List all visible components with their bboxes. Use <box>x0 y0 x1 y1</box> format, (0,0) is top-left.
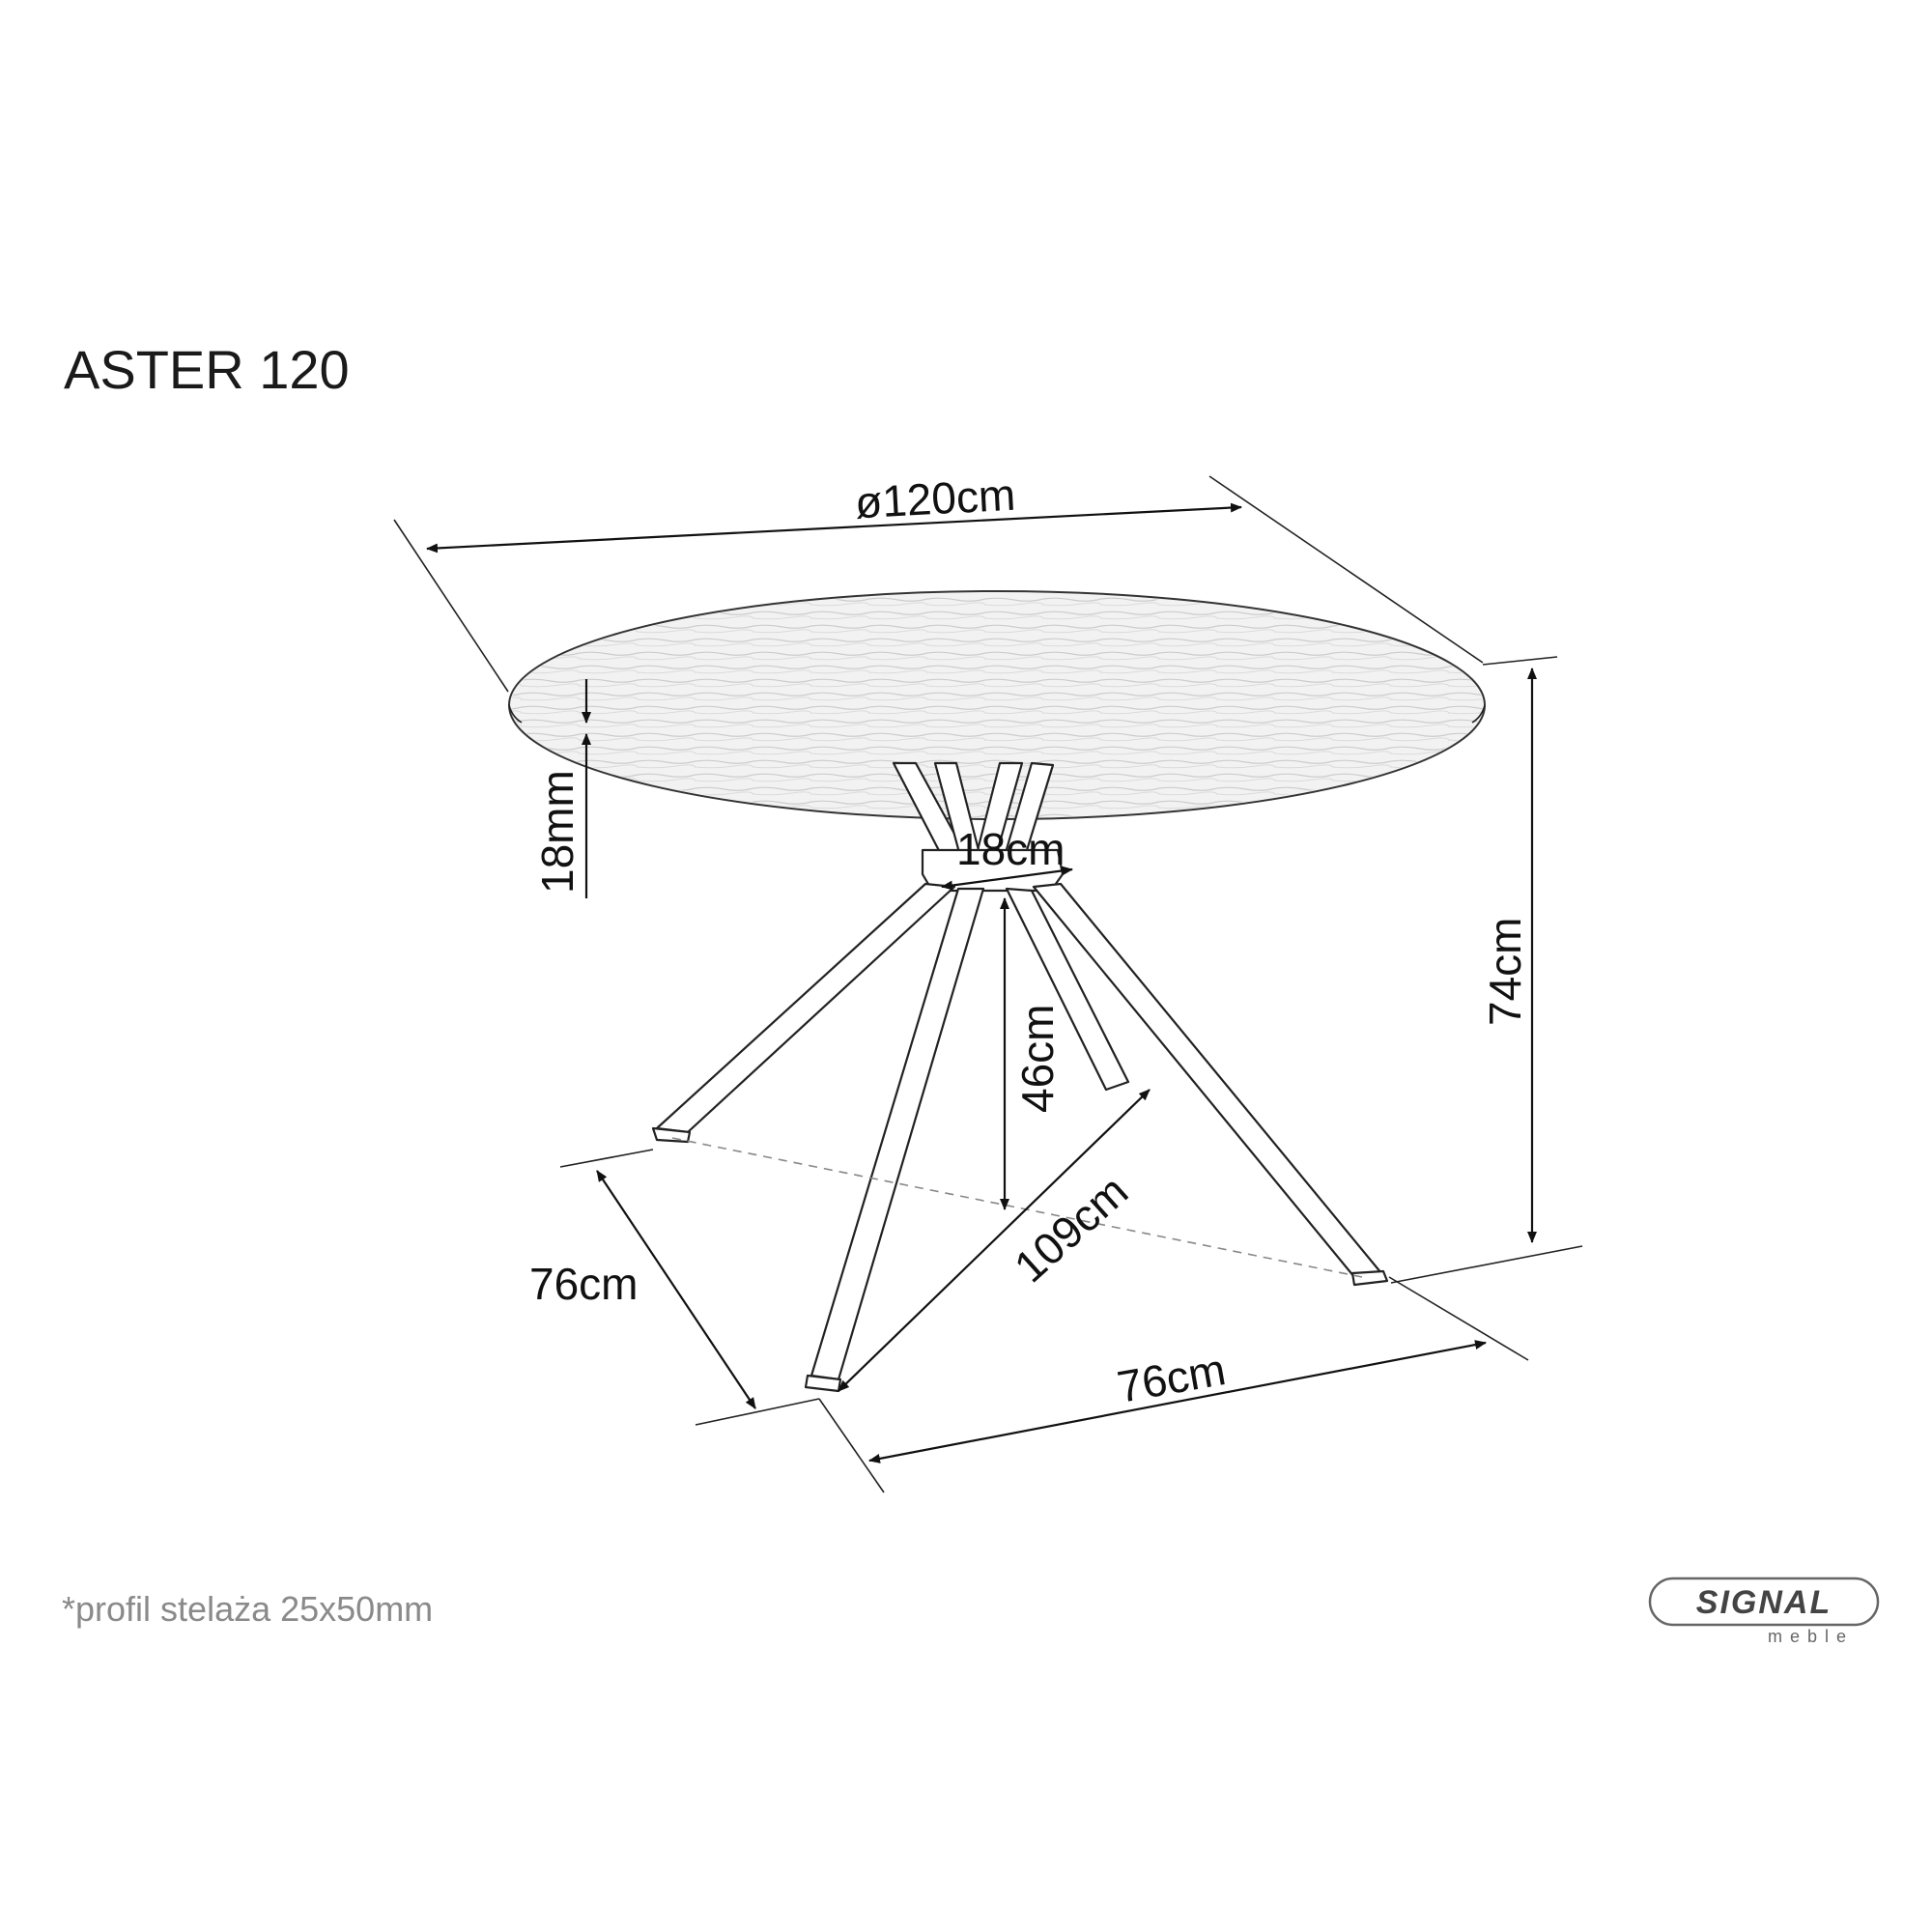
top-thickness-label: 18mm <box>532 770 582 894</box>
base-width-label: 76cm <box>1114 1344 1230 1412</box>
base-width-dimension: 76cm <box>818 1276 1529 1493</box>
top-thickness-dimension: 18mm <box>532 679 591 898</box>
column-width-dimension: 18cm <box>941 824 1073 891</box>
product-title: ASTER 120 <box>64 339 350 400</box>
column-width-label: 18cm <box>956 824 1065 874</box>
table-top <box>508 590 1486 820</box>
base-depth-dimension: 76cm <box>529 1149 820 1426</box>
diameter-dimension: ø120cm <box>393 469 1484 693</box>
logo-sub: meble <box>1768 1627 1854 1646</box>
height-dimension: 74cm <box>1390 656 1583 1284</box>
signal-logo: SIGNAL meble <box>1648 1577 1880 1646</box>
diameter-label: ø120cm <box>854 469 1017 528</box>
base-height-label: 46cm <box>1012 1005 1063 1113</box>
logo-brand: SIGNAL <box>1696 1584 1832 1621</box>
height-label: 74cm <box>1480 918 1530 1026</box>
base-diagonal-label: 109cm <box>1005 1165 1137 1292</box>
frame-profile-note: *profil stelaża 25x50mm <box>62 1589 433 1629</box>
base-depth-label: 76cm <box>529 1259 638 1309</box>
